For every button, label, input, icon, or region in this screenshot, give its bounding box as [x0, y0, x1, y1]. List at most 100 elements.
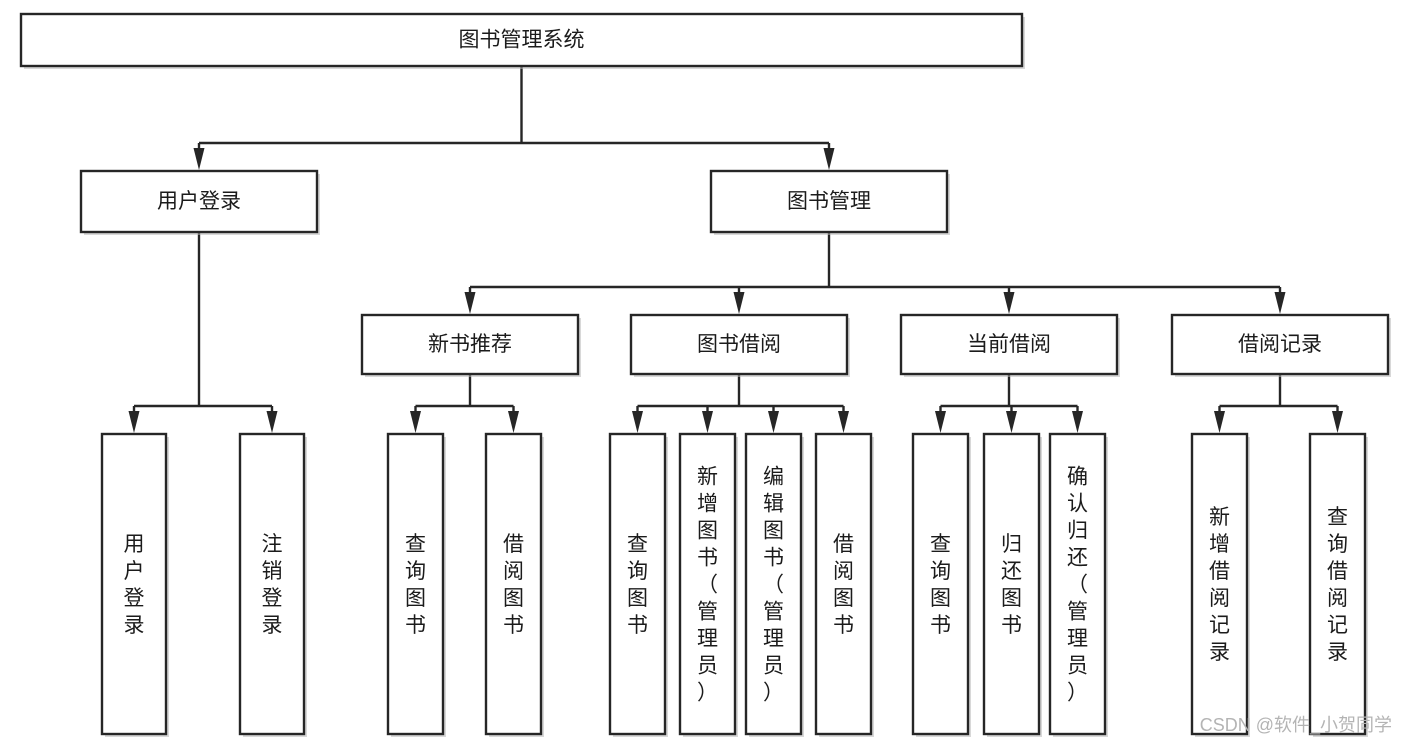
node-box[interactable] [709, 169, 949, 234]
node-label-char: 登 [262, 587, 283, 610]
watermark-label: CSDN @软件_小贺同学 [1200, 715, 1392, 736]
node-label-char: 增 [1209, 533, 1230, 556]
node-box[interactable] [608, 432, 667, 736]
node-label-char: 阅 [1327, 587, 1348, 610]
node-box[interactable] [1308, 432, 1367, 736]
arrow-head-icon [823, 148, 835, 170]
node-label-char: 书 [503, 614, 524, 637]
node-label-char: 询 [1327, 533, 1348, 556]
node-box[interactable] [19, 12, 1024, 68]
node-box[interactable] [1190, 432, 1249, 736]
node-label-char: 书 [930, 614, 951, 637]
node-root[interactable]: 图书管理系统 [19, 12, 1025, 69]
arrow-head-icon [1006, 411, 1017, 433]
node-label-char: 书 [833, 614, 854, 637]
node-borrow-record[interactable]: 借阅记录 [1170, 313, 1391, 377]
arrow-head-icon [733, 292, 745, 314]
node-label-char: 书 [627, 614, 648, 637]
arrow-head-icon [464, 292, 476, 314]
node-box[interactable] [79, 169, 319, 234]
node-leaf-query-book-2[interactable]: 查询图书查询图书 [608, 432, 668, 737]
node-box[interactable] [1048, 432, 1107, 736]
node-label-char: 记 [1209, 614, 1230, 637]
node-label: 图书管理 [787, 190, 871, 213]
node-label-char: 借 [1209, 560, 1230, 583]
node-layer: 图书管理系统用户登录图书管理新书推荐图书借阅当前借阅借阅记录用户登录用户登录注销… [19, 12, 1391, 737]
node-leaf-borrow-book-2[interactable]: 借阅图书借阅图书 [814, 432, 874, 737]
node-label-char: 图 [697, 520, 718, 543]
node-label-char: 询 [930, 560, 951, 583]
node-label-char: ） [697, 682, 718, 705]
node-label-char: 认 [1067, 493, 1088, 516]
node-label-char: 还 [1067, 547, 1088, 570]
node-box[interactable] [911, 432, 970, 736]
arrow-head-icon [632, 411, 643, 433]
node-label-char: 询 [405, 560, 426, 583]
node-leaf-query-record[interactable]: 查询借阅记录查询借阅记录 [1308, 432, 1368, 737]
node-leaf-user-logout[interactable]: 注销登录注销登录 [238, 432, 307, 737]
connector-group-new-book-rec [410, 374, 519, 433]
node-leaf-query-book-3[interactable]: 查询图书查询图书 [911, 432, 971, 737]
node-label: 借阅记录 [1238, 333, 1322, 356]
node-label-char: 管 [763, 601, 784, 624]
node-user-login[interactable]: 用户登录 [79, 169, 320, 235]
node-label-char: 户 [124, 560, 145, 583]
node-label-char: 用 [124, 533, 145, 556]
node-label-char: 查 [627, 533, 648, 556]
node-box[interactable] [744, 432, 803, 736]
node-label-char: 借 [1327, 560, 1348, 583]
node-box[interactable] [238, 432, 306, 736]
node-box[interactable] [899, 313, 1119, 376]
node-label-char: 员 [763, 655, 784, 678]
node-leaf-user-login[interactable]: 用户登录用户登录 [100, 432, 169, 737]
node-label-char: 录 [262, 614, 283, 637]
node-book-borrow[interactable]: 图书借阅 [629, 313, 850, 377]
node-label-char: 编 [763, 466, 784, 489]
node-leaf-borrow-book-1[interactable]: 借阅图书借阅图书 [484, 432, 544, 737]
node-box[interactable] [814, 432, 873, 736]
node-label-char: 借 [503, 533, 524, 556]
node-new-book-rec[interactable]: 新书推荐 [360, 313, 581, 377]
node-label-char: 图 [503, 587, 524, 610]
node-label-char: 图 [930, 587, 951, 610]
node-leaf-query-book-1[interactable]: 查询图书查询图书 [386, 432, 446, 737]
node-label-char: 书 [405, 614, 426, 637]
node-box[interactable] [100, 432, 168, 736]
node-leaf-add-record[interactable]: 新增借阅记录新增借阅记录 [1190, 432, 1250, 737]
node-label-char: 注 [262, 533, 283, 556]
node-box[interactable] [982, 432, 1041, 736]
connector-group-book-manage [464, 232, 1286, 314]
node-label-char: 理 [697, 628, 718, 651]
node-label: 新书推荐 [428, 333, 512, 356]
node-book-manage[interactable]: 图书管理 [709, 169, 950, 235]
node-box[interactable] [1170, 313, 1390, 376]
node-leaf-return-book[interactable]: 归还图书归还图书 [982, 432, 1042, 737]
node-label: 图书借阅 [697, 333, 781, 356]
node-label-char: 查 [930, 533, 951, 556]
node-current-borrow[interactable]: 当前借阅 [899, 313, 1120, 377]
node-label-char: 图 [833, 587, 854, 610]
node-label-char: 录 [1327, 641, 1348, 664]
node-box[interactable] [386, 432, 445, 736]
node-box[interactable] [629, 313, 849, 376]
node-box[interactable] [360, 313, 580, 376]
node-label-char: 图 [1001, 587, 1022, 610]
node-label-char: 书 [697, 547, 718, 570]
node-box[interactable] [678, 432, 737, 736]
node-label-char: （ [697, 574, 718, 597]
arrow-head-icon [935, 411, 946, 433]
arrow-head-icon [128, 411, 140, 433]
node-label-char: （ [1067, 574, 1088, 597]
node-label-char: 辑 [763, 493, 784, 516]
connector-layer [128, 66, 1343, 433]
node-label-char: 员 [1067, 655, 1088, 678]
node-label-char: 新 [697, 466, 718, 489]
node-label-char: （ [763, 574, 784, 597]
arrow-head-icon [1274, 292, 1286, 314]
node-box[interactable] [484, 432, 543, 736]
